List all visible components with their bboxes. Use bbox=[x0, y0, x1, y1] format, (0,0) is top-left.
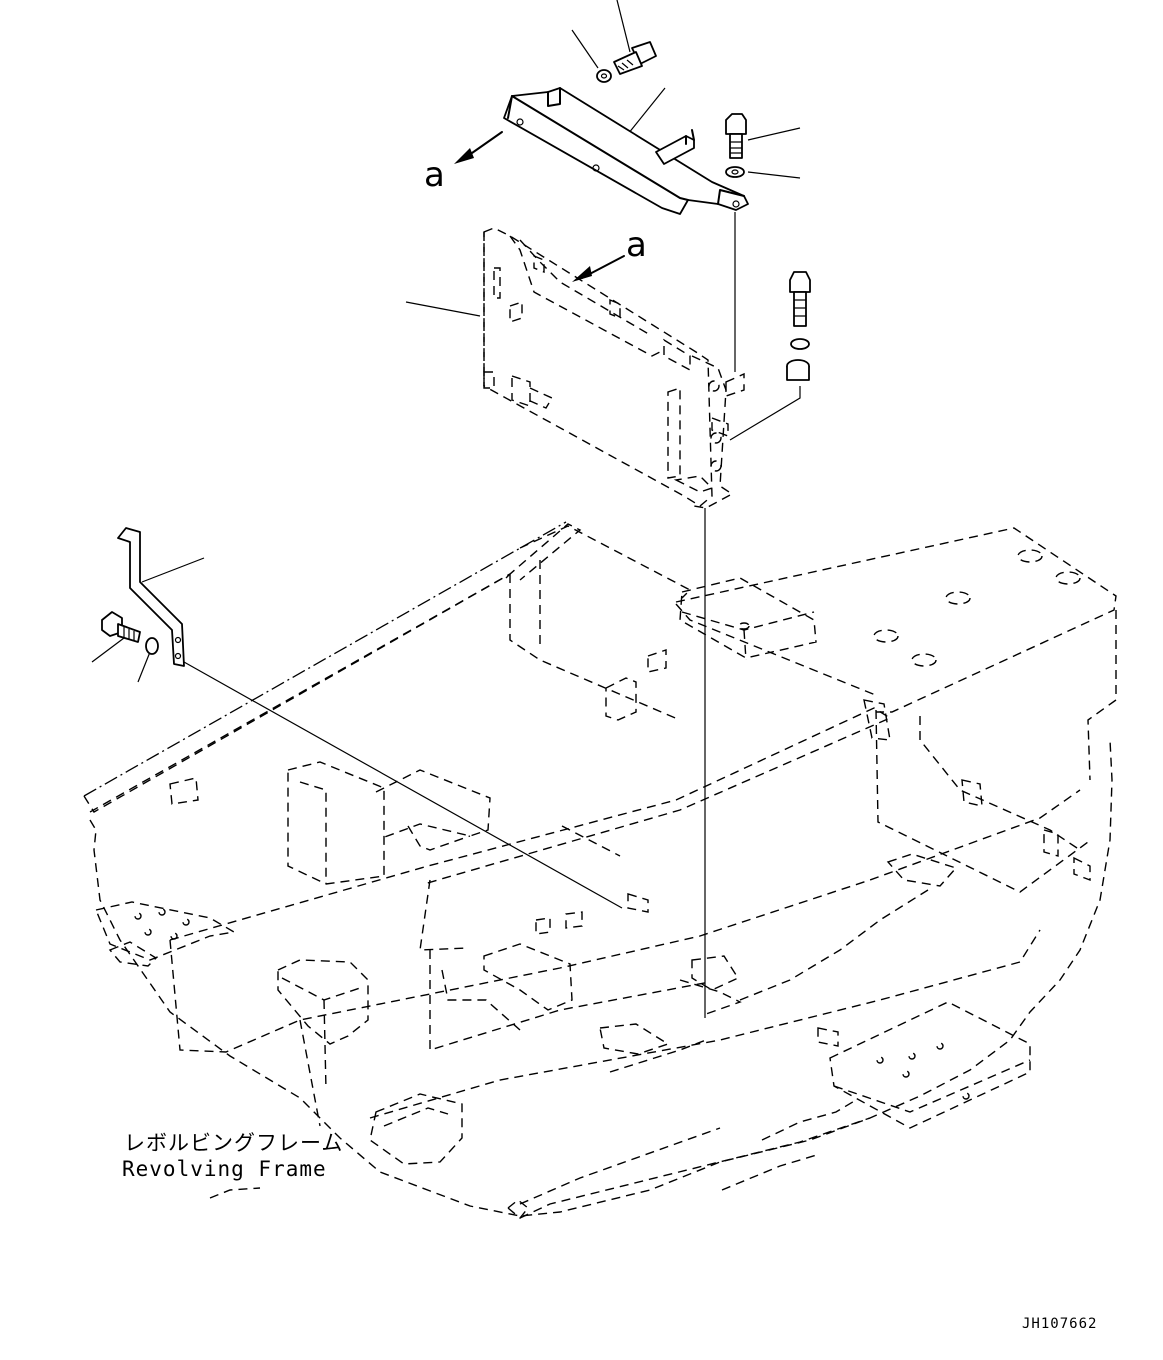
leader-line-washer-top bbox=[571, 29, 599, 69]
leader-line-box bbox=[405, 301, 481, 317]
stay-bracket-assembly bbox=[91, 527, 623, 909]
upper-bracket-bar bbox=[503, 87, 749, 215]
frame-label: レボルビングフレーム Revolving Frame bbox=[122, 1131, 343, 1181]
leader-line-washer-stay bbox=[137, 651, 151, 683]
frame-label-japanese: レボルビングフレーム bbox=[124, 1131, 343, 1155]
view-marker-left: a bbox=[424, 155, 445, 195]
leader-line-bolt-right bbox=[747, 127, 801, 141]
leader-line-bolt-stay bbox=[91, 637, 125, 663]
upper-bracket-assembly: a bbox=[424, 0, 801, 372]
assembly-line-stay bbox=[183, 661, 623, 909]
washer-stay bbox=[145, 637, 159, 655]
washer-right bbox=[725, 166, 745, 178]
leader-line-washer-right bbox=[747, 171, 801, 179]
bolt-top bbox=[613, 41, 657, 75]
stay-bracket bbox=[117, 527, 185, 667]
drawing-code: JH107662 bbox=[1022, 1316, 1097, 1332]
frame-label-english: Revolving Frame bbox=[122, 1157, 327, 1181]
bolt-spacer-stack bbox=[729, 271, 811, 441]
leader-line-bolt-top bbox=[616, 0, 631, 53]
leader-line-stay bbox=[141, 557, 205, 583]
leader-line-bracket bbox=[627, 87, 666, 135]
bolt-right bbox=[725, 113, 747, 159]
view-arrow-left bbox=[454, 131, 503, 164]
washer-top bbox=[596, 69, 612, 83]
revolving-frame bbox=[83, 521, 1117, 1219]
view-marker-right: a bbox=[626, 225, 647, 265]
component-box: a bbox=[405, 225, 745, 509]
bolt-stay bbox=[101, 611, 141, 643]
